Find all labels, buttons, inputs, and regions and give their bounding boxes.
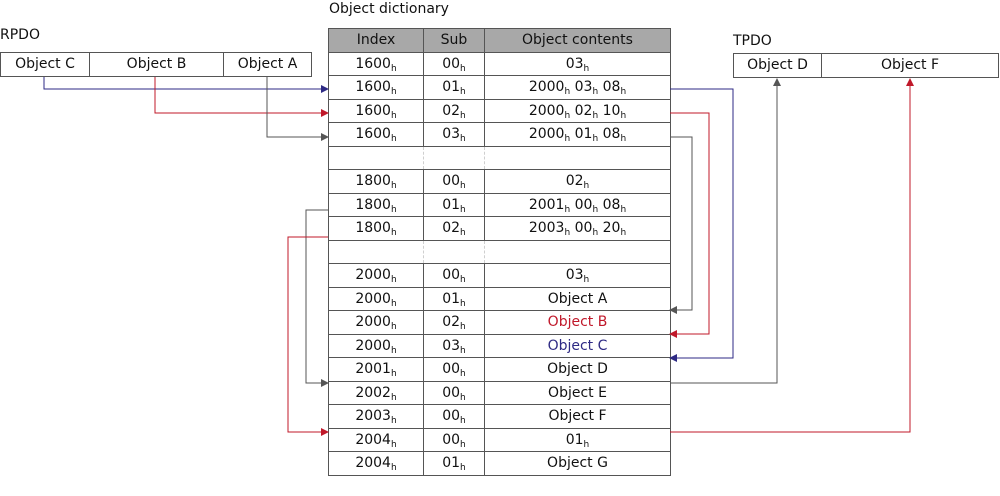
index-cell: 2000h: [328, 286, 424, 311]
sub-cell: 00h: [423, 169, 485, 194]
sub-cell: 00h: [423, 263, 485, 288]
sub-cell: 00h: [423, 404, 485, 429]
arrow-tpdo-object-f: [670, 78, 914, 433]
contents-cell: Object E: [484, 380, 671, 405]
gap-cell: [423, 145, 485, 170]
contents-cell: Object D: [484, 357, 671, 382]
index-cell: 1600h: [328, 75, 424, 100]
table-header-row: Index Sub Object contents: [328, 28, 671, 53]
arrow-rpdo-object-c: [43, 77, 329, 93]
index-cell: 2002h: [328, 380, 424, 405]
table-gap-row: [328, 239, 671, 264]
sub-cell: 01h: [423, 75, 485, 100]
sub-cell: 03h: [423, 122, 485, 147]
tpdo-object-f: Object F: [821, 53, 999, 78]
arrow-rpdo-object-b: [154, 77, 329, 117]
gap-cell: [423, 239, 485, 264]
header-index: Index: [328, 28, 424, 53]
header-object-contents: Object contents: [484, 28, 671, 53]
contents-cell: Object F: [484, 404, 671, 429]
contents-cell: 02h: [484, 169, 671, 194]
gap-cell: [484, 145, 671, 170]
index-cell: 1600h: [328, 98, 424, 123]
contents-cell: 03h: [484, 263, 671, 288]
contents-cell: Object C: [484, 333, 671, 358]
index-cell: 1600h: [328, 51, 424, 76]
index-cell: 2000h: [328, 333, 424, 358]
index-cell: 2004h: [328, 427, 424, 452]
contents-cell: 2000h 01h 08h: [484, 122, 671, 147]
sub-cell: 02h: [423, 310, 485, 335]
contents-cell: 2000h 03h 08h: [484, 75, 671, 100]
index-cell: 2000h: [328, 310, 424, 335]
arrow-rpdo-object-a: [266, 77, 329, 141]
arrow-tpdo-map-object-d: [305, 209, 329, 387]
index-cell: 1800h: [328, 169, 424, 194]
sub-cell: 03h: [423, 333, 485, 358]
diagram-title: Object dictionary: [329, 1, 449, 17]
gap-cell: [484, 239, 671, 264]
tpdo-label: TPDO: [733, 33, 772, 49]
index-cell: 2004h: [328, 451, 424, 476]
tpdo-object-d: Object D: [733, 53, 822, 78]
arrow-map-object-c: [669, 88, 734, 362]
contents-cell: 01h: [484, 427, 671, 452]
sub-cell: 02h: [423, 98, 485, 123]
rpdo-object-c: Object C: [0, 52, 90, 77]
rpdo-label: RPDO: [0, 27, 40, 43]
index-cell: 2001h: [328, 357, 424, 382]
gap-cell: [328, 145, 424, 170]
index-cell: 2000h: [328, 263, 424, 288]
sub-cell: 01h: [423, 451, 485, 476]
arrow-tpdo-object-d: [670, 78, 781, 384]
sub-cell: 02h: [423, 216, 485, 241]
arrow-tpdo-map-object-f: [287, 236, 329, 436]
index-cell: 1800h: [328, 192, 424, 217]
arrow-map-object-b: [669, 112, 710, 338]
sub-cell: 01h: [423, 192, 485, 217]
sub-cell: 01h: [423, 286, 485, 311]
rpdo-object-b: Object B: [89, 52, 224, 77]
contents-cell: 03h: [484, 51, 671, 76]
sub-cell: 00h: [423, 427, 485, 452]
index-cell: 1800h: [328, 216, 424, 241]
rpdo-object-a: Object A: [223, 52, 312, 77]
contents-cell: Object G: [484, 451, 671, 476]
contents-cell: Object B: [484, 310, 671, 335]
contents-cell: Object A: [484, 286, 671, 311]
contents-cell: 2000h 02h 10h: [484, 98, 671, 123]
arrow-map-object-a: [669, 136, 693, 314]
table-gap-row: [328, 145, 671, 170]
